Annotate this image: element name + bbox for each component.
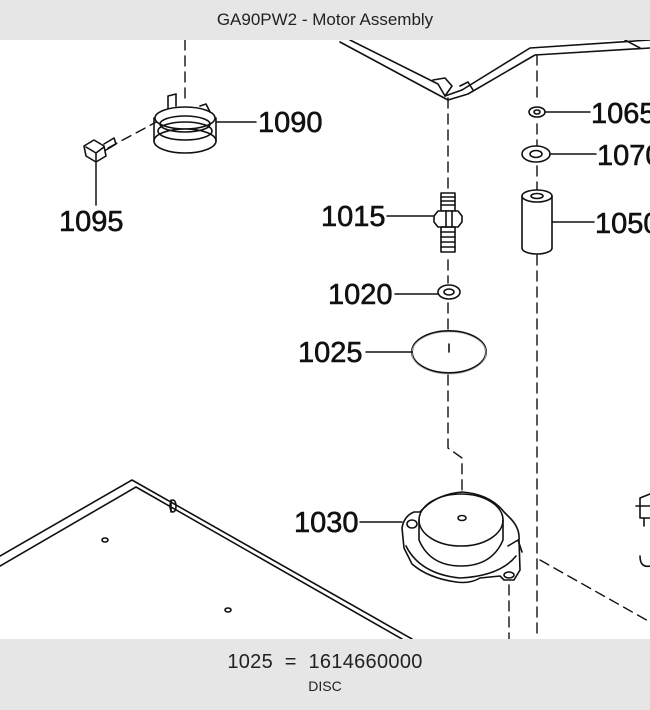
selected-part-number: 1025 [227, 651, 274, 673]
exploded-diagram[interactable]: 1090 1095 1065 1070 1015 1050 1020 1025 … [0, 40, 650, 639]
part-1090-clamp[interactable] [153, 93, 217, 154]
callout-1050[interactable]: 1050 [595, 208, 650, 241]
callout-1095[interactable]: 1095 [59, 206, 124, 239]
part-1020-washer[interactable] [437, 284, 461, 300]
part-1070-washer[interactable] [521, 145, 551, 163]
callout-1020[interactable]: 1020 [328, 279, 393, 312]
part-1030-mount[interactable] [401, 491, 523, 584]
part-number-line: 1025 = 1614660000 [0, 651, 650, 674]
callout-1070[interactable]: 1070 [597, 140, 650, 173]
leader-lines [95, 111, 597, 523]
motor-bracket [339, 40, 650, 101]
part-1015-stud[interactable] [433, 192, 463, 253]
callout-1015[interactable]: 1015 [321, 201, 386, 234]
part-1065-washer[interactable] [528, 106, 546, 118]
page-header: GA90PW2 - Motor Assembly [0, 0, 650, 40]
callout-1090[interactable]: 1090 [258, 107, 323, 140]
base-panel [0, 479, 413, 639]
center-lines [107, 40, 650, 639]
callout-1030[interactable]: 1030 [294, 507, 359, 540]
callout-1065[interactable]: 1065 [591, 98, 650, 131]
part-1050-spacer[interactable] [521, 189, 553, 255]
part-info-footer: 1025 = 1614660000 DISC [0, 639, 650, 710]
callout-1025[interactable]: 1025 [298, 337, 363, 370]
equals-sign: = [284, 651, 297, 673]
selected-part-description: DISC [308, 678, 342, 694]
partial-parts-right [635, 493, 650, 568]
page-title: GA90PW2 - Motor Assembly [216, 10, 434, 29]
selected-part-code: 1614660000 [308, 651, 423, 673]
part-1095-screw[interactable] [83, 137, 117, 163]
part-1025-disc[interactable] [411, 330, 487, 375]
